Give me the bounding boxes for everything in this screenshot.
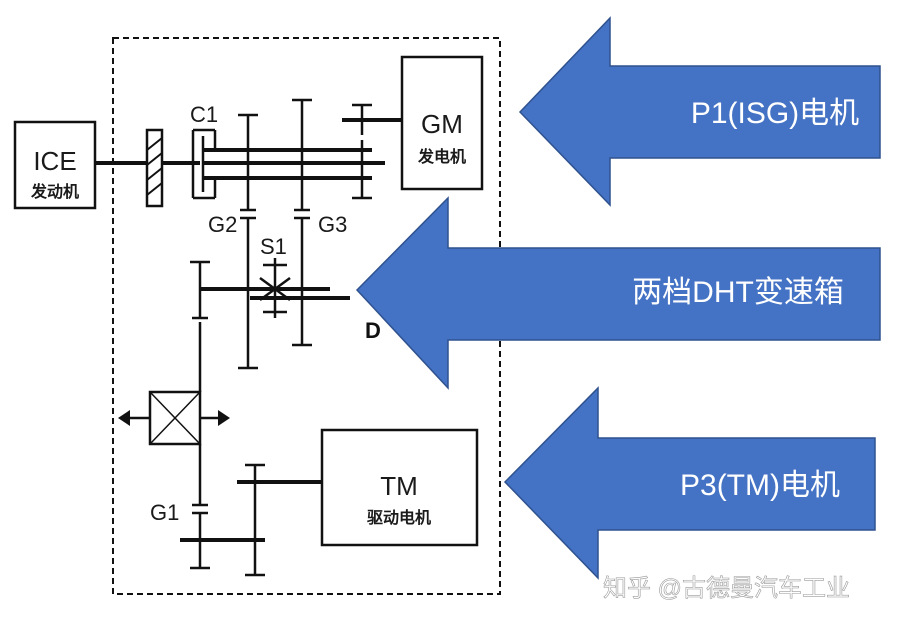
gm-sublabel: 发电机 [417, 147, 466, 166]
ice-label: ICE [33, 146, 76, 176]
gear-g2-upper [238, 113, 258, 210]
g3-label: G3 [318, 212, 347, 237]
tm-motor-block: TM 驱动电机 [320, 428, 479, 547]
arrow-p3: P3(TM)电机 [503, 386, 876, 580]
g2-label: G2 [208, 212, 237, 237]
ice-sublabel: 发动机 [30, 182, 79, 201]
tm-label: TM [380, 471, 418, 501]
c1-label: C1 [190, 102, 218, 127]
g1-label: G1 [150, 500, 179, 525]
arrow-dht-text: 两档DHT变速箱 [632, 276, 844, 309]
g2-mesh-marks [240, 208, 256, 220]
gm-label: GM [421, 109, 463, 139]
gm-generator-block: GM 发电机 [400, 55, 484, 191]
torsional-damper [145, 128, 164, 208]
arrow-p3-text: P3(TM)电机 [680, 469, 840, 502]
arrow-dht: 两档DHT变速箱 [355, 196, 881, 390]
arrow-p1-text: P1(ISG)电机 [691, 97, 859, 130]
clutch-c1 [191, 128, 217, 200]
g3-mesh-marks [294, 208, 310, 220]
s1-label: S1 [260, 234, 287, 259]
gm-gear-set [342, 103, 402, 200]
differential [118, 390, 230, 446]
partial-label: D [365, 318, 381, 343]
arrow-p1: P1(ISG)电机 [518, 16, 881, 207]
ice-engine-block: ICE 发动机 [13, 120, 97, 210]
gear-g3-upper [292, 98, 312, 210]
watermark: 知乎 @古德曼汽车工业 [603, 575, 850, 602]
tm-gear-set [237, 463, 322, 577]
tm-sublabel: 驱动电机 [367, 508, 431, 527]
